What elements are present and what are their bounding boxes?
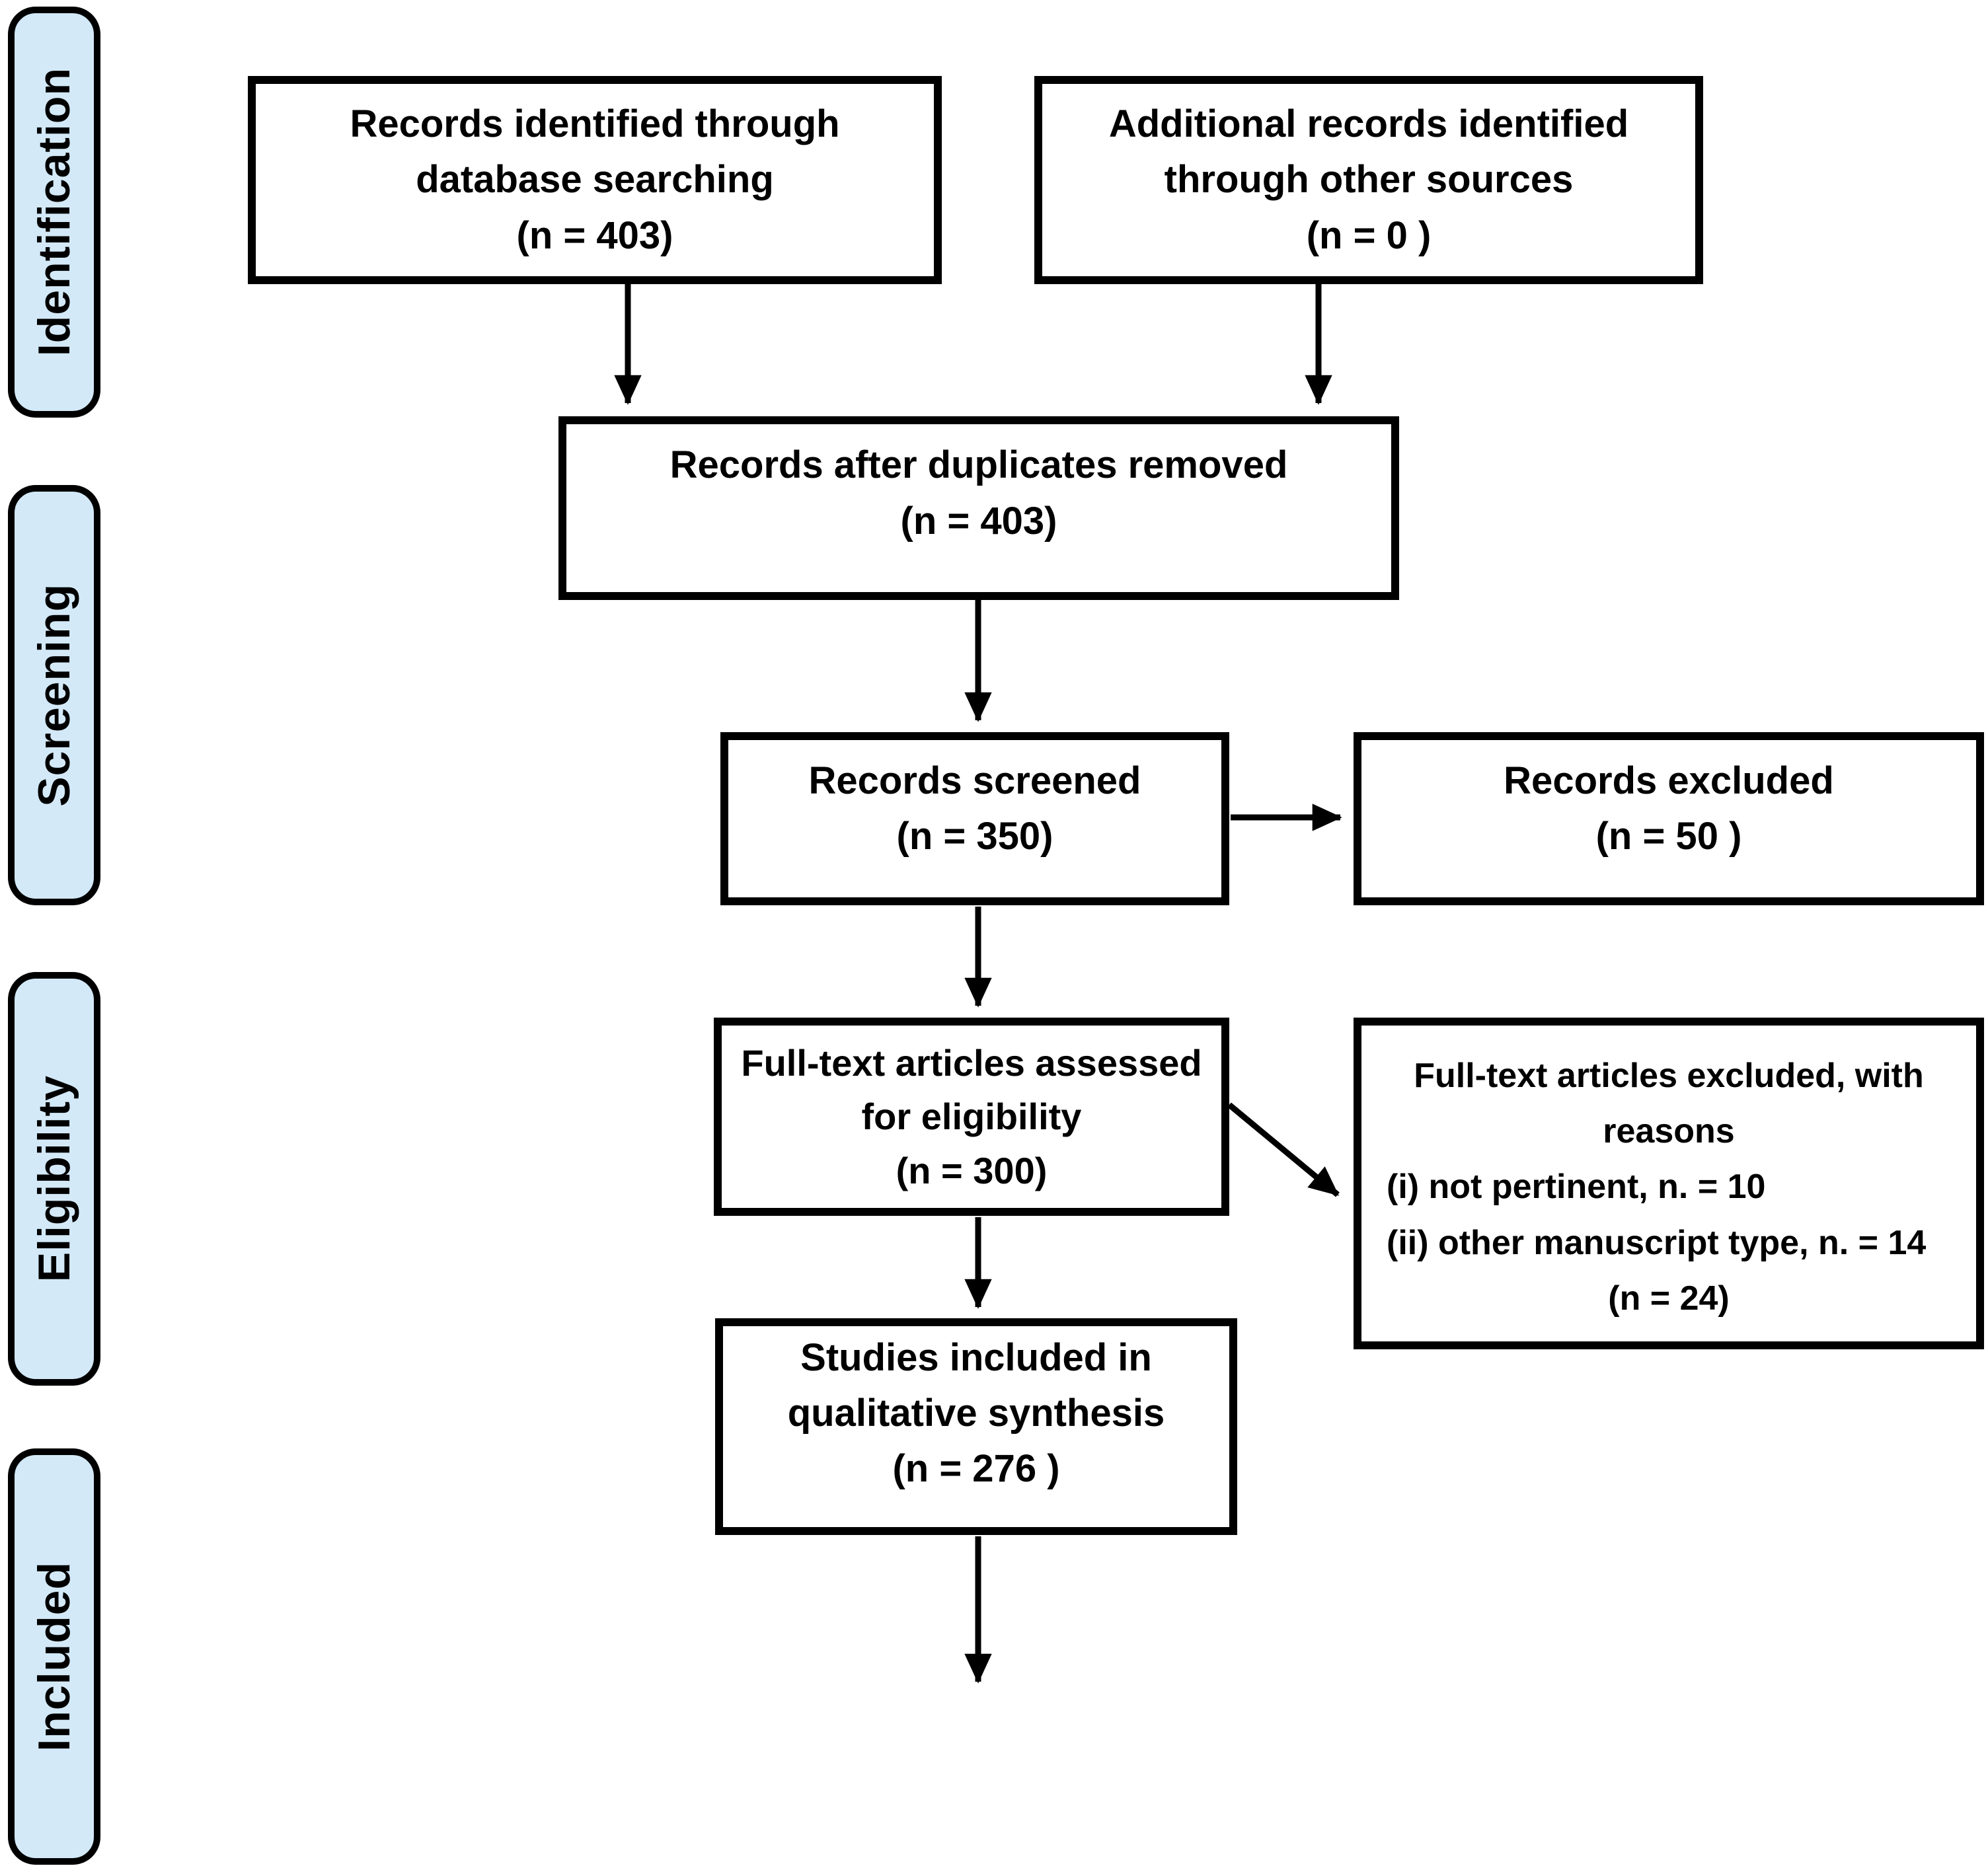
stage-eligibility: Eligibility: [8, 972, 100, 1386]
node-fulltext-assessed: Full-text articles assessed for eligibil…: [714, 1018, 1229, 1216]
node-records-identified-line2: database searching: [416, 158, 774, 202]
node-records-excluded-line1: Records excluded: [1504, 759, 1834, 802]
node-fulltext-excluded-reason1: (i) not pertinent, n. = 10: [1387, 1168, 1766, 1207]
node-additional-records-count: (n = 0 ): [1306, 213, 1432, 257]
node-records-identified: Records identified through database sear…: [248, 76, 942, 284]
node-studies-included: Studies included in qualitative synthesi…: [715, 1318, 1237, 1535]
node-additional-records-line2: through other sources: [1164, 158, 1574, 202]
node-records-screened-line1: Records screened: [808, 759, 1141, 802]
arrow-fulltext-to-excluded: [1227, 1102, 1340, 1197]
stage-included: Included: [8, 1448, 100, 1865]
node-fulltext-assessed-line1: Full-text articles assessed: [741, 1042, 1202, 1084]
node-records-identified-count: (n = 403): [516, 213, 673, 257]
node-fulltext-excluded: Full-text articles excluded, with reason…: [1354, 1018, 1984, 1349]
node-studies-included-line1: Studies included in: [800, 1335, 1152, 1379]
node-records-screened: Records screened (n = 350): [720, 732, 1229, 905]
node-fulltext-excluded-reason2: (ii) other manuscript type, n. = 14: [1387, 1223, 1927, 1262]
node-fulltext-assessed-count: (n = 300): [896, 1149, 1048, 1191]
node-records-excluded: Records excluded (n = 50 ): [1354, 732, 1984, 905]
stage-identification: Identification: [8, 7, 100, 418]
stage-screening: Screening: [8, 485, 100, 905]
node-studies-included-line2: qualitative synthesis: [787, 1391, 1165, 1435]
node-additional-records: Additional records identified through ot…: [1034, 76, 1703, 284]
node-records-identified-line1: Records identified through: [350, 102, 840, 146]
node-after-duplicates-line1: Records after duplicates removed: [669, 443, 1288, 487]
node-fulltext-assessed-line2: for eligibility: [861, 1096, 1082, 1138]
node-records-excluded-count: (n = 50 ): [1595, 815, 1742, 858]
node-after-duplicates-count: (n = 403): [900, 499, 1057, 543]
node-fulltext-excluded-heading1: Full-text articles excluded, with: [1414, 1057, 1924, 1095]
node-additional-records-line1: Additional records identified: [1108, 102, 1629, 146]
node-studies-included-count: (n = 276 ): [892, 1447, 1060, 1491]
node-records-screened-count: (n = 350): [896, 815, 1053, 858]
node-after-duplicates: Records after duplicates removed (n = 40…: [558, 416, 1399, 600]
node-fulltext-excluded-total: (n = 24): [1608, 1279, 1730, 1318]
node-fulltext-excluded-heading2: reasons: [1603, 1112, 1735, 1151]
